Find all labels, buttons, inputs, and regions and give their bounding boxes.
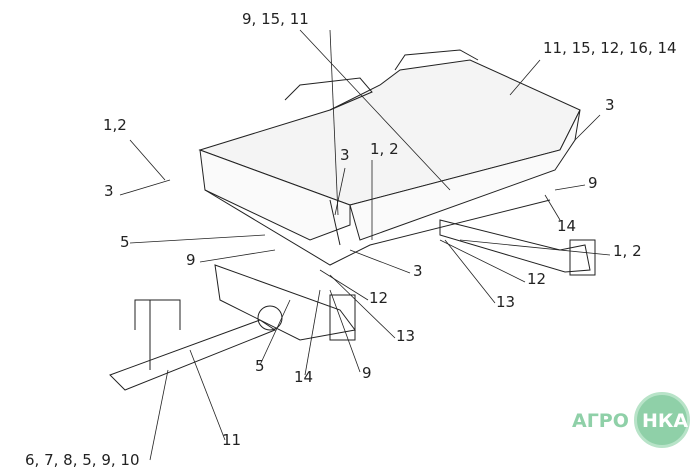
hopper-side-left [199, 149, 351, 241]
agronka-logo: АГРО НКА [572, 390, 692, 460]
callout-label: 3 [104, 182, 114, 200]
callout-label: 6, 7, 8, 5, 9, 10 [25, 451, 140, 469]
callout-label: 9 [588, 174, 598, 192]
callout-label: 1, 2 [613, 242, 642, 260]
callout-label: 11, 15, 12, 16, 14 [543, 39, 677, 57]
bracket [329, 294, 356, 341]
callout-label: 14 [294, 368, 314, 386]
callout-label: 9, 15, 11 [242, 10, 309, 28]
logo-text-right: НКА [642, 410, 689, 432]
callout-label: 3 [340, 146, 350, 164]
hopper-lid-2 [394, 49, 479, 71]
callout-label: 13 [396, 327, 416, 345]
callout-label: 11 [222, 431, 242, 449]
callout-label: 3 [413, 262, 423, 280]
callout-label: 1,2 [103, 116, 127, 134]
callout-label: 9 [362, 364, 372, 382]
callout-label: 3 [605, 96, 615, 114]
leader-lines [119, 29, 611, 461]
callout-label: 12 [527, 270, 547, 288]
callout-label: 14 [557, 217, 577, 235]
drawbar [109, 319, 277, 391]
callout-label: 5 [255, 357, 265, 375]
frame-front [214, 264, 356, 341]
logo-text-left: АГРО [572, 410, 629, 432]
callout-label: 12 [369, 289, 389, 307]
callout-label: 13 [496, 293, 516, 311]
logo-circle [634, 392, 690, 448]
callout-label: 9 [186, 251, 196, 269]
callout-label: 5 [120, 233, 130, 251]
hopper-lid [284, 77, 373, 111]
callout-label: 1, 2 [370, 140, 399, 158]
beam-end [569, 239, 596, 276]
hopper-bottom [204, 189, 551, 266]
